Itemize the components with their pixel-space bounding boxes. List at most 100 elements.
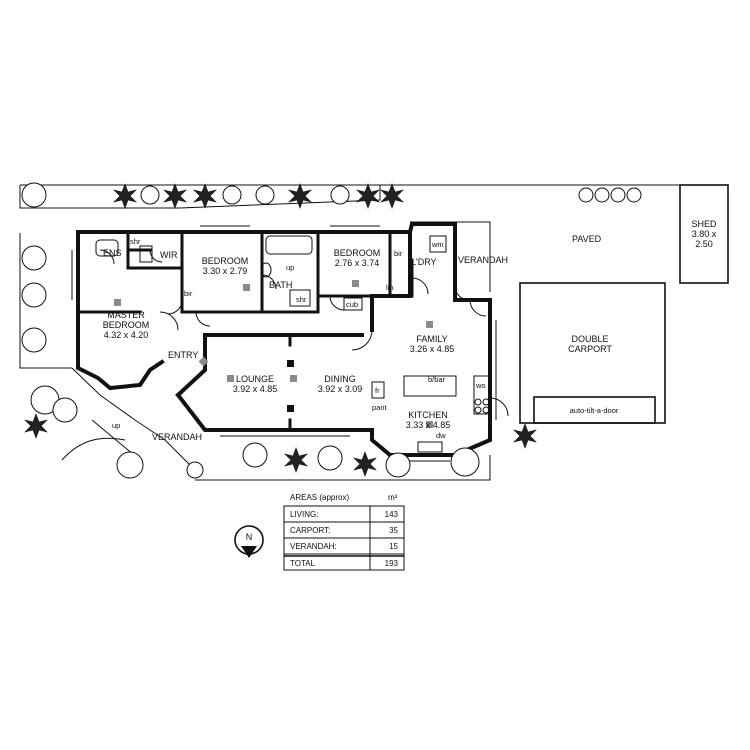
dishwasher-label: dw bbox=[436, 431, 446, 440]
palm-icon bbox=[513, 423, 537, 449]
washing-machine-label: wm bbox=[431, 240, 444, 249]
shrub-icon bbox=[186, 461, 204, 479]
paved-label: PAVED bbox=[572, 234, 602, 244]
hotplate-3 bbox=[474, 406, 482, 414]
master-label-1: MASTER bbox=[107, 310, 145, 320]
verandah-up-label: up bbox=[112, 421, 120, 430]
ensuite-label: ENS bbox=[103, 248, 122, 258]
tree-icon bbox=[21, 327, 47, 353]
areas-row-value: 15 bbox=[389, 542, 398, 551]
robe-label: bir bbox=[394, 249, 403, 258]
kitchen-label: KITCHEN bbox=[408, 410, 448, 420]
kitchen-size: 3.33 x 4.85 bbox=[406, 420, 451, 430]
palm-icon bbox=[163, 183, 187, 209]
fixtures bbox=[95, 235, 491, 453]
areas-row-label: LIVING: bbox=[290, 510, 318, 519]
carport-label-2: CARPORT bbox=[568, 344, 612, 354]
north-arrow-icon: N bbox=[234, 525, 264, 558]
robe-label: bir bbox=[184, 289, 193, 298]
tree-icon bbox=[21, 282, 47, 308]
doors bbox=[99, 249, 509, 417]
laundry-label: L'DRY bbox=[411, 257, 437, 267]
areas-title: AREAS (approx) bbox=[290, 493, 349, 502]
bath-label: BATH bbox=[269, 280, 292, 290]
garage-door-label: auto-tilt-a-door bbox=[570, 406, 619, 415]
breakfast-bar-label: b/bar bbox=[428, 375, 446, 384]
palm-icon bbox=[288, 183, 312, 209]
ensuite-toilet bbox=[139, 245, 153, 263]
entry-label: ENTRY bbox=[168, 350, 198, 360]
palm-icon bbox=[193, 183, 217, 209]
wall-oven bbox=[473, 375, 491, 415]
hotplate-2 bbox=[482, 398, 490, 406]
areas-table: AREAS (approx) m² LIVING: 143 CARPORT: 3… bbox=[283, 493, 405, 571]
side-verandah-label: VERANDAH bbox=[458, 255, 508, 265]
tree-icon bbox=[242, 442, 268, 468]
palm-icon bbox=[353, 451, 377, 477]
hotplate-4 bbox=[482, 406, 490, 414]
fridge bbox=[371, 381, 385, 399]
tree-icon bbox=[21, 245, 47, 271]
wall-oven-label: wo bbox=[475, 381, 486, 390]
exterior-walls bbox=[76, 222, 492, 457]
north-label: N bbox=[246, 532, 253, 542]
shrub-icon bbox=[610, 187, 626, 203]
palm-icon bbox=[113, 183, 137, 209]
bath-up-label: up bbox=[286, 263, 294, 272]
bath-vanity bbox=[289, 289, 311, 307]
pantry-label: pant bbox=[372, 403, 388, 412]
areas-row-value: 35 bbox=[389, 526, 398, 535]
lounge-size: 3.92 x 4.85 bbox=[233, 384, 278, 394]
room-labels: ENS WIR MASTER BEDROOM 4.32 x 4.20 BEDRO… bbox=[103, 219, 717, 442]
areas-unit: m² bbox=[388, 493, 398, 502]
room-markers bbox=[114, 280, 433, 428]
cupboard-label: cub bbox=[346, 300, 358, 309]
bedroom2-size: 3.30 x 2.79 bbox=[203, 266, 248, 276]
bath-tub bbox=[265, 235, 313, 255]
fridge-label: fr bbox=[375, 386, 380, 395]
linen-label: lin bbox=[386, 283, 394, 292]
ensuite-vanity bbox=[95, 239, 119, 257]
palm-icon bbox=[284, 447, 308, 473]
shed-size-1: 3.80 x bbox=[692, 229, 717, 239]
shower-label: shr bbox=[130, 237, 141, 246]
shed-label: SHED bbox=[691, 219, 717, 229]
tree-icon bbox=[21, 182, 47, 208]
areas-total-label: TOTAL bbox=[290, 559, 316, 568]
front-verandah-label: VERANDAH bbox=[152, 432, 202, 442]
shed-size-2: 2.50 bbox=[695, 239, 713, 249]
kitchen-island bbox=[403, 375, 457, 397]
areas-total-value: 193 bbox=[385, 559, 399, 568]
tree-icon bbox=[385, 452, 411, 478]
tree-icon bbox=[52, 397, 78, 423]
trees bbox=[21, 182, 642, 479]
wir-label: WIR bbox=[160, 250, 178, 260]
fixture-labels: shr shr bir bir lin wm cub up up b/bar f… bbox=[112, 237, 486, 440]
tree-icon bbox=[330, 185, 350, 205]
bedroom3-size: 2.76 x 3.74 bbox=[335, 258, 380, 268]
tree-icon bbox=[116, 451, 144, 479]
hotplate-1 bbox=[474, 398, 482, 406]
areas-row-value: 143 bbox=[385, 510, 399, 519]
shed-outline bbox=[679, 184, 729, 284]
areas-row-label: VERANDAH: bbox=[290, 542, 337, 551]
columns bbox=[287, 360, 294, 412]
kitchen-sink bbox=[417, 441, 443, 453]
interior-walls bbox=[76, 230, 414, 432]
cupboard bbox=[343, 297, 363, 311]
lounge-label: LOUNGE bbox=[236, 374, 274, 384]
tree-icon bbox=[140, 185, 160, 205]
tree-icon bbox=[222, 185, 242, 205]
master-label-2: BEDROOM bbox=[103, 320, 150, 330]
family-size: 3.26 x 4.85 bbox=[410, 344, 455, 354]
dining-size: 3.92 x 3.09 bbox=[318, 384, 363, 394]
shrub-icon bbox=[578, 187, 594, 203]
washing-machine bbox=[429, 235, 447, 253]
master-size: 4.32 x 4.20 bbox=[104, 330, 149, 340]
palm-icon bbox=[380, 183, 404, 209]
tree-icon bbox=[450, 447, 480, 477]
shrub-icon bbox=[594, 187, 610, 203]
garage-door bbox=[533, 396, 656, 424]
palms bbox=[24, 183, 537, 477]
